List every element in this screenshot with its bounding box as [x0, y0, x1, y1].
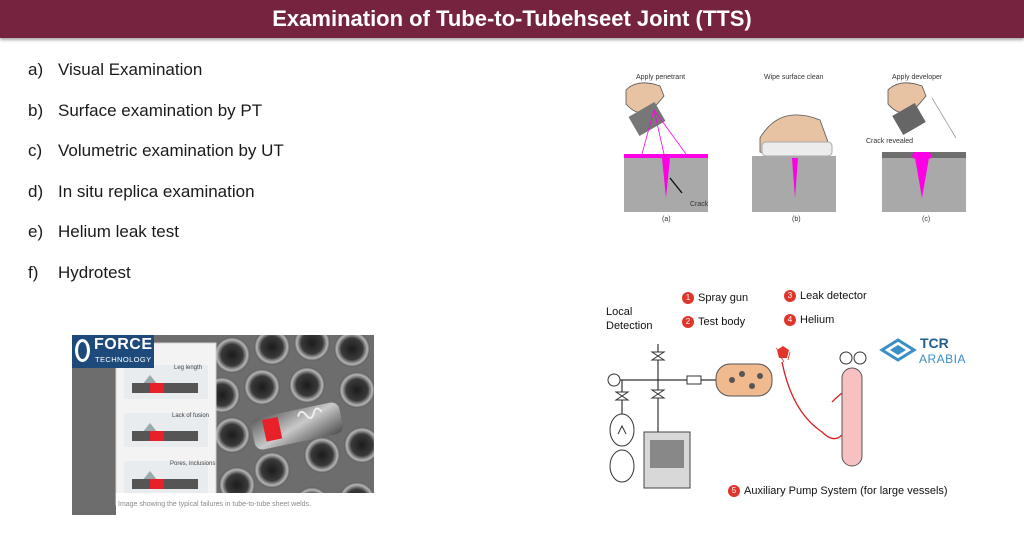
step-b-letter: (b)	[792, 216, 801, 223]
tcr-text: TCR	[920, 335, 949, 351]
photo-caption: Image showing the typical failures in tu…	[118, 501, 311, 508]
examination-list: a) Visual Examination b) Surface examinati…	[28, 58, 284, 302]
step-c-note: Crack revealed	[866, 138, 914, 145]
list-item: a) Visual Examination	[28, 58, 284, 99]
force-logo-ring-icon	[75, 339, 90, 362]
penetrant-testing-diagram: Apply penetrant Crack (a) Wipe surface c…	[592, 68, 986, 234]
weld-failures-photo: Leg length Lack of fusion Pores, inclusi…	[72, 335, 374, 515]
legend-badge: 1	[682, 292, 694, 305]
list-item-text: Visual Examination	[58, 60, 203, 79]
step-a-note: Crack	[690, 201, 709, 208]
list-item-text: In situ replica examination	[58, 181, 255, 201]
title-bar: Examination of Tube-to-Tubehseet Joint (…	[0, 0, 1024, 38]
step-c	[882, 82, 966, 212]
legend-badge: 3	[784, 290, 796, 303]
step-c-letter: (c)	[922, 216, 931, 223]
legend-badge: 5	[728, 485, 740, 498]
list-marker: c)	[28, 141, 43, 161]
list-marker: e)	[28, 222, 44, 242]
list-marker: b)	[28, 100, 44, 120]
list-item-text: Surface examination by PT	[58, 100, 263, 120]
list-item: b) Surface examination by PT	[28, 99, 284, 140]
panel-label: Pores, inclusions	[170, 461, 216, 467]
list-item: f) Hydrotest	[28, 261, 284, 302]
legend-badge: 4	[784, 314, 796, 327]
step-a	[624, 82, 708, 212]
tcr-arabia-subtitle: ARABIA	[919, 352, 967, 366]
panel-label: Leg length	[174, 365, 203, 371]
local-detection-label: Local	[606, 306, 633, 318]
logo-main-text: FORCE	[94, 336, 153, 353]
step-c-title: Apply developer	[892, 74, 943, 81]
failure-panel	[124, 365, 208, 495]
list-marker: f)	[28, 262, 39, 282]
logo-sub-text: TECHNOLOGY	[95, 355, 152, 364]
legend-badge: 2	[682, 316, 694, 329]
list-item-text: Volumetric examination by UT	[58, 141, 284, 161]
list-item: e) Helium leak test	[28, 220, 284, 261]
list-item: c) Volumetric examination by UT	[28, 139, 284, 180]
slide-title: Examination of Tube-to-Tubehseet Joint (…	[272, 6, 752, 31]
step-a-letter: (a)	[662, 216, 671, 223]
probe	[251, 402, 343, 450]
list-item-text: Helium leak test	[58, 222, 179, 242]
force-technology-logo: FORCE TECHNOLOGY	[72, 335, 154, 368]
list-marker: a)	[28, 60, 44, 79]
step-b	[752, 114, 836, 212]
panel-label: Lack of fusion	[172, 413, 210, 419]
local-detection-label: Detection	[606, 320, 653, 332]
list-marker: d)	[28, 181, 44, 201]
list-item: d) In situ replica examination	[28, 180, 284, 221]
tcr-arabia-logo: TCR	[878, 332, 978, 372]
step-a-title: Apply penetrant	[636, 74, 686, 81]
step-b-title: Wipe surface clean	[764, 74, 824, 81]
list-item-text: Hydrotest	[58, 262, 131, 282]
